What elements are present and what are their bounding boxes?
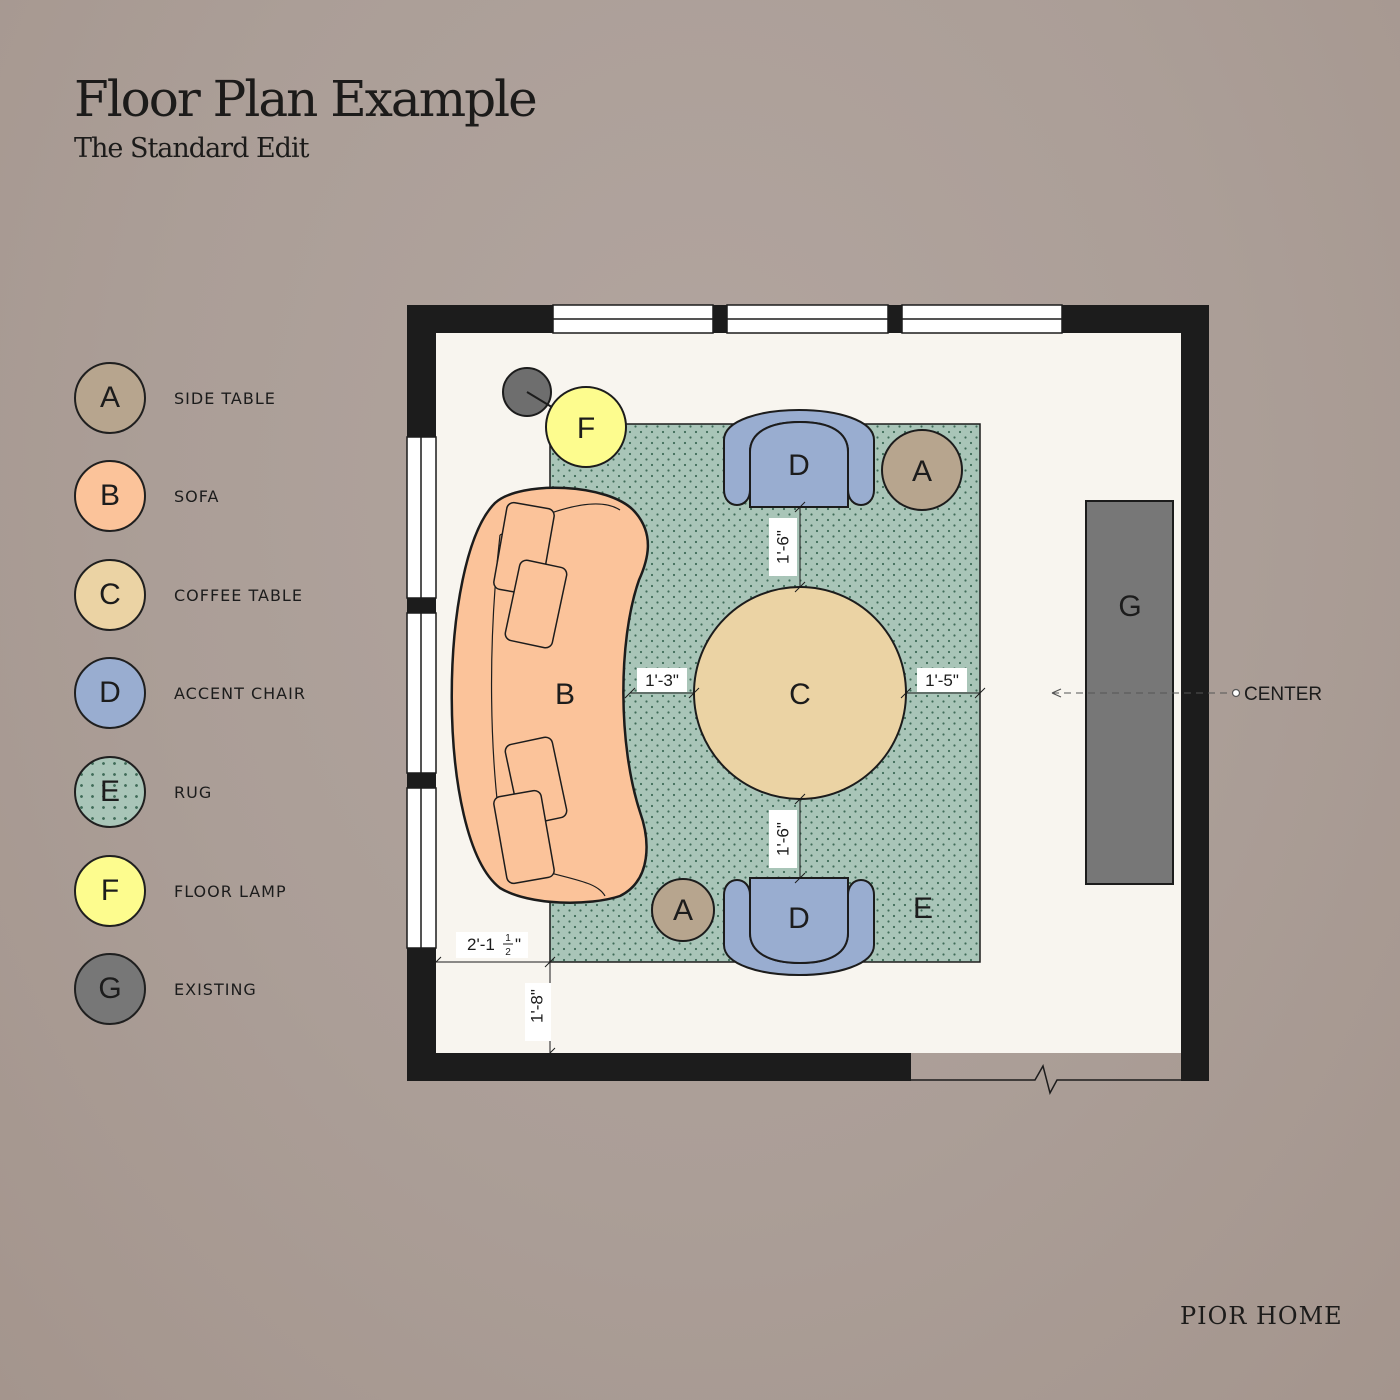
legend-item-accent-chair: D ACCENT CHAIR [74, 655, 394, 731]
dimension-table-to-rug-edge: 1'-5" [925, 671, 959, 690]
label-sofa: B [555, 678, 575, 711]
legend-item-sofa: B SOFA [74, 458, 394, 534]
legend-label-coffee-table: COFFEE TABLE [174, 585, 303, 605]
label-chair-bottom: D [788, 902, 810, 935]
label-rug: E [913, 892, 933, 925]
legend-label-floor-lamp: FLOOR LAMP [174, 881, 287, 901]
legend-item-existing: G EXISTING [74, 951, 394, 1027]
page-subtitle: The Standard Edit [74, 133, 309, 164]
windows [406, 304, 1063, 949]
dimension-chair-top-to-table: 1'-6" [774, 530, 793, 564]
legend-item-floor-lamp: F FLOOR LAMP [74, 853, 394, 929]
brand-logo: PIOR HOME [1180, 1302, 1343, 1330]
legend-label-existing: EXISTING [174, 979, 257, 999]
floor-lamp [545, 386, 627, 468]
accent-chair-top [723, 409, 875, 508]
dimension-fraction-numerator: 1 [505, 933, 511, 944]
page-title: Floor Plan Example [74, 70, 538, 128]
legend-label-sofa: SOFA [174, 486, 220, 506]
label-side-table-top: A [912, 455, 932, 488]
label-existing: G [1118, 590, 1141, 623]
dimension-label-backgrounds [456, 518, 967, 1041]
legend-marker-c: C [74, 559, 146, 631]
legend-marker-f: F [74, 855, 146, 927]
legend-label-accent-chair: ACCENT CHAIR [174, 683, 306, 703]
walls [407, 305, 1209, 1081]
side-table-top [881, 429, 963, 511]
legend-marker-a: A [74, 362, 146, 434]
center-point-icon [1231, 688, 1241, 698]
dimension-sofa-to-table: 1'-3" [645, 671, 679, 690]
dimension-chair-bottom-to-table: 1'-6" [774, 822, 793, 856]
accent-chair-bottom [723, 877, 875, 976]
doorway-break-line [911, 1064, 1181, 1096]
dimension-wall-to-rug-horizontal: 2'-1 [467, 935, 495, 954]
legend-marker-g: G [74, 953, 146, 1025]
dimension-inch-mark: " [515, 935, 521, 954]
legend-marker-b: B [74, 460, 146, 532]
label-floor-lamp: F [577, 412, 595, 445]
dimension-wall-to-rug-vertical: 1'-8" [528, 989, 547, 1023]
legend-marker-e: E [74, 756, 146, 828]
center-label: CENTER [1244, 684, 1322, 705]
legend-label-rug: RUG [174, 782, 213, 802]
legend-item-coffee-table: C COFFEE TABLE [74, 557, 394, 633]
label-chair-top: D [788, 449, 810, 482]
label-side-table-bottom: A [673, 894, 693, 927]
label-coffee-table: C [789, 678, 811, 711]
sofa [450, 486, 650, 904]
side-table-bottom [651, 878, 715, 942]
legend-marker-d: D [74, 657, 146, 729]
legend-label-side-table: SIDE TABLE [174, 388, 276, 408]
legend-item-side-table: A SIDE TABLE [74, 360, 394, 436]
dimension-fraction-denominator: 2 [505, 947, 511, 958]
legend-item-rug: E RUG [74, 754, 394, 830]
center-arrow-icon [1051, 688, 1062, 698]
